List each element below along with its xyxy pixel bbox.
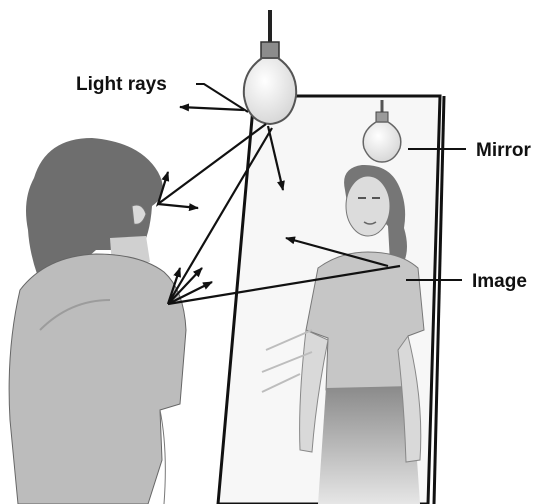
ray-face-scatter [158, 204, 198, 208]
image-label: Image [472, 271, 527, 292]
reflected-face [346, 176, 390, 236]
ray-to-left [180, 107, 244, 110]
person-shirt [9, 254, 186, 504]
bulb-glass [244, 58, 296, 124]
person [9, 138, 186, 504]
mirror-label: Mirror [476, 140, 532, 161]
light-bulb [244, 10, 296, 124]
light-rays-label: Light rays [76, 74, 167, 95]
bulb-socket [261, 42, 279, 58]
